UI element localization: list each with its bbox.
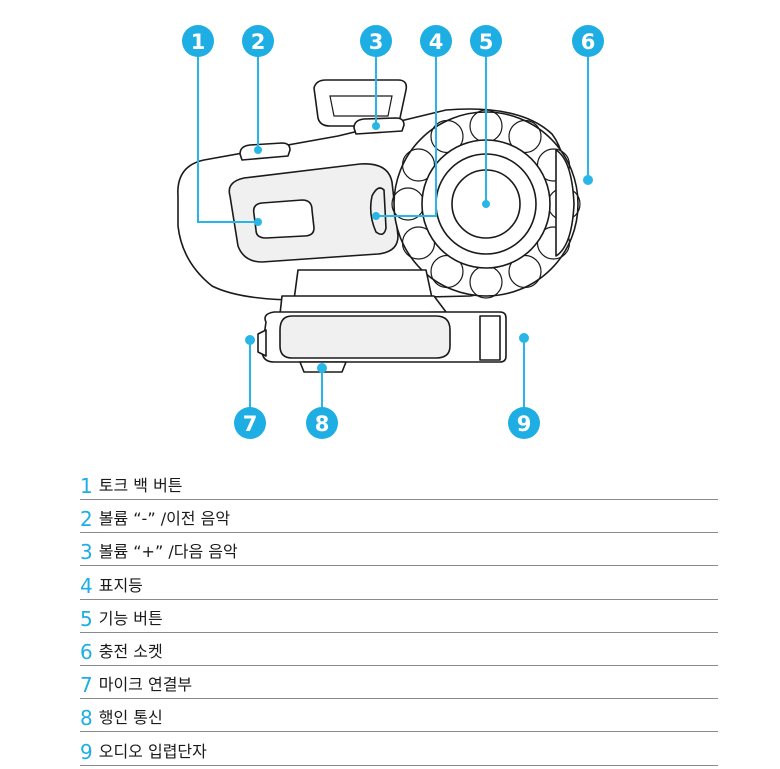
legend-number: 2 xyxy=(80,507,93,532)
legend-number: 9 xyxy=(80,739,93,764)
legend-row: 1 토크 백 버튼 xyxy=(80,468,718,500)
legend-label: 행인 통신 xyxy=(98,708,163,728)
legend-label: 토크 백 버튼 xyxy=(98,476,183,495)
svg-text:6: 6 xyxy=(581,30,596,54)
device-diagram: 1 2 3 4 5 6 7 8 9 xyxy=(177,25,604,439)
svg-text:3: 3 xyxy=(369,30,384,54)
legend-label: 마이크 연결부 xyxy=(98,675,193,695)
legend-number: 5 xyxy=(80,606,93,631)
legend-number: 3 xyxy=(80,540,93,565)
legend-number: 1 xyxy=(80,474,93,498)
legend-label: 충전 소켓 xyxy=(98,641,163,661)
legend-number: 8 xyxy=(80,706,93,731)
legend-number: 7 xyxy=(80,673,93,698)
legend-label: 기능 버튼 xyxy=(98,608,163,628)
svg-text:8: 8 xyxy=(315,412,330,436)
callout-badge-7: 7 xyxy=(234,407,266,439)
svg-text:5: 5 xyxy=(479,30,494,54)
callout-badge-8: 8 xyxy=(306,407,338,439)
callout-badge-3: 3 xyxy=(360,25,392,57)
legend-label: 표지등 xyxy=(98,575,143,595)
legend-label: 오디오 입렵단자 xyxy=(98,741,207,761)
callout-badge-1: 1 xyxy=(182,25,214,57)
svg-text:9: 9 xyxy=(517,412,532,436)
svg-text:1: 1 xyxy=(191,30,206,54)
callout-badge-5: 5 xyxy=(470,25,502,57)
legend-number: 4 xyxy=(80,573,93,598)
leader-lines xyxy=(197,52,593,410)
callout-badge-6: 6 xyxy=(572,25,604,57)
legend-number: 6 xyxy=(80,639,93,664)
legend-label: 볼륨 “+” /다음 음악 xyxy=(98,542,238,562)
callout-badge-2: 2 xyxy=(242,25,274,57)
callout-badge-4: 4 xyxy=(420,25,452,57)
svg-text:7: 7 xyxy=(243,412,258,436)
svg-text:2: 2 xyxy=(251,30,266,54)
legend-label: 볼륨 “-” /이전 음악 xyxy=(98,509,231,529)
callout-badge-9: 9 xyxy=(508,407,540,439)
svg-text:4: 4 xyxy=(429,30,444,54)
